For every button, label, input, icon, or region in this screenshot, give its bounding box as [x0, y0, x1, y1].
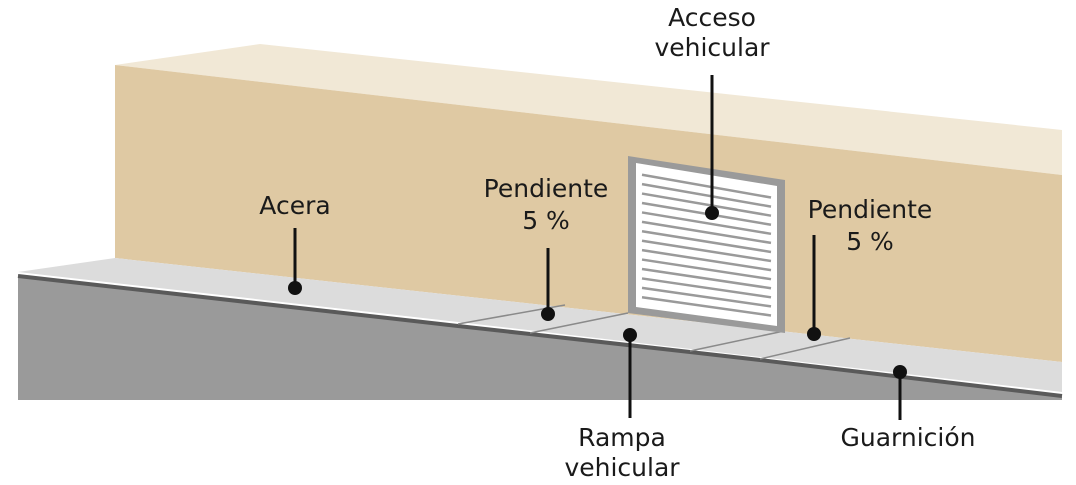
leader-pendiente-left: [541, 248, 555, 321]
leader-acceso: [705, 75, 719, 220]
garage-door-slat: [641, 182, 772, 208]
label-acera: Acera: [259, 191, 330, 220]
leader-dot-acceso: [705, 206, 719, 220]
ramp-edge-right-outer: [759, 337, 851, 360]
leader-acera: [288, 228, 302, 295]
label-rampa-line2: vehicular: [564, 453, 680, 482]
label-guarnicion: Guarnición: [841, 423, 976, 452]
garage-door-slat: [641, 248, 772, 272]
garage-door: [628, 156, 785, 333]
wall-front-face: [115, 65, 1062, 362]
garage-door-slat: [641, 267, 772, 290]
label-pendiente-left-line1: Pendiente: [484, 174, 609, 203]
wall-top-face: [115, 44, 1062, 175]
label-pendiente-left-line2: 5 %: [522, 206, 570, 235]
ramp-edge-left-inner: [529, 312, 629, 334]
leader-dot-pendiente-left: [541, 307, 555, 321]
garage-door-slat: [641, 230, 772, 254]
sidewalk: [18, 258, 1062, 392]
label-acceso-line1: Acceso: [668, 3, 756, 32]
garage-door-slat: [641, 192, 772, 217]
garage-door-slat: [641, 173, 772, 199]
leader-dot-guarnicion: [893, 365, 907, 379]
label-rampa-line1: Rampa: [578, 423, 666, 452]
leader-rampa: [623, 328, 637, 418]
leader-dot-rampa: [623, 328, 637, 342]
garage-door-slat: [641, 286, 772, 308]
garage-door-slat: [641, 239, 772, 263]
garage-door-slats: [641, 173, 772, 317]
label-pendiente-right-line1: Pendiente: [808, 195, 933, 224]
garage-door-slat: [641, 296, 772, 317]
leader-guarnicion: [893, 365, 907, 420]
leader-pendiente-right: [807, 235, 821, 341]
curb-edge: [17, 274, 1063, 398]
label-acceso-line2: vehicular: [654, 33, 770, 62]
garage-door-slat: [641, 277, 772, 299]
ramp-edge-right-inner: [689, 330, 785, 352]
garage-door-slat: [641, 258, 772, 281]
garage-door-panel: [636, 163, 777, 326]
label-pendiente-right-line2: 5 %: [846, 227, 894, 256]
leader-dot-pendiente-right: [807, 327, 821, 341]
garage-door-slat: [641, 211, 772, 236]
garage-door-slat: [641, 220, 772, 245]
leader-dot-acera: [288, 281, 302, 295]
